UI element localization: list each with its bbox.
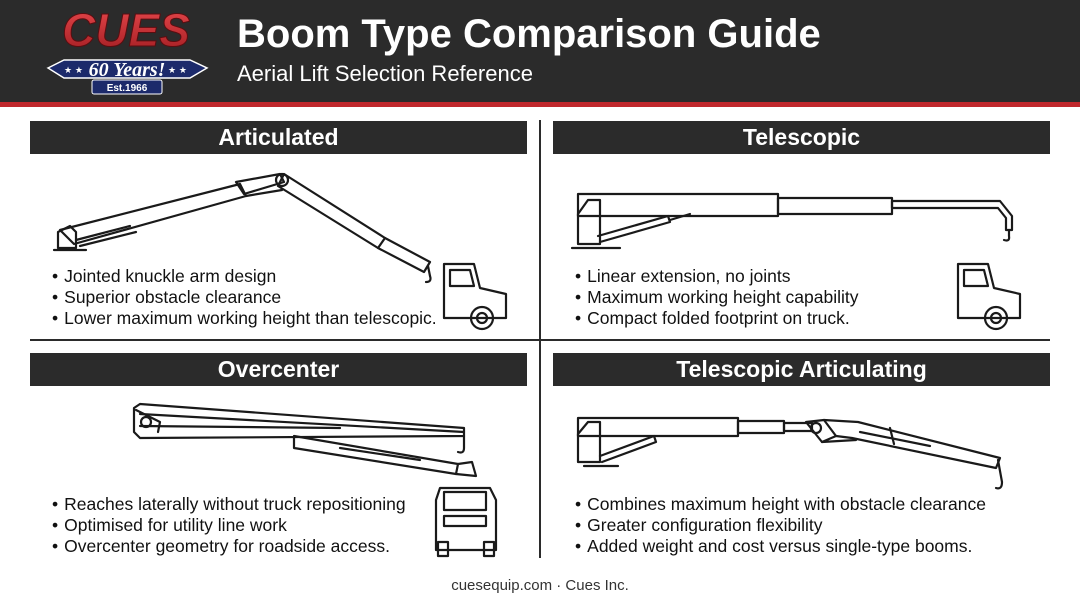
bullet-item: Superior obstacle clearance bbox=[52, 287, 437, 308]
boom-hook bbox=[994, 458, 1004, 490]
telescopic-boom-illustration bbox=[570, 192, 1022, 331]
svg-text:Est.1966: Est.1966 bbox=[107, 83, 148, 94]
lift-cylinder bbox=[598, 434, 658, 464]
bullet-item: Maximum working height capability bbox=[575, 287, 858, 308]
page-title: Boom Type Comparison Guide bbox=[237, 12, 821, 56]
panel-bullets-telescopic-articulating: Combines maximum height with obstacle cl… bbox=[575, 494, 986, 557]
bullet-item: Added weight and cost versus single-type… bbox=[575, 536, 986, 557]
footer-credit: cuesequip.com · Cues Inc. bbox=[451, 577, 629, 594]
telescopic-boom-section-2 bbox=[736, 419, 814, 435]
header-accent-stripe bbox=[0, 102, 1080, 107]
lower-boom-arm bbox=[58, 182, 248, 248]
cues-logo: CUES ★ ★ ★ ★ 60 Years! Est.1966 bbox=[46, 6, 209, 95]
lower-boom-arm bbox=[292, 434, 478, 478]
articulated-boom-illustration bbox=[52, 172, 508, 331]
bullet-item: Reaches laterally without truck repositi… bbox=[52, 494, 405, 515]
boom-base bbox=[576, 420, 620, 468]
boom-hook bbox=[456, 434, 466, 454]
header-bar bbox=[0, 0, 1080, 102]
boom-base bbox=[52, 224, 88, 252]
telescopic-articulating-boom-illustration bbox=[576, 416, 1004, 490]
bullet-item: Combines maximum height with obstacle cl… bbox=[575, 494, 986, 515]
bullet-item: Lower maximum working height than telesc… bbox=[52, 308, 437, 329]
knuckle-joint bbox=[234, 172, 290, 198]
upper-boom-arm bbox=[822, 418, 1002, 470]
page-subtitle: Aerial Lift Selection Reference bbox=[237, 61, 533, 86]
upper-boom-arm bbox=[276, 172, 432, 274]
panel-bullets-telescopic: Linear extension, no joints Maximum work… bbox=[575, 266, 859, 329]
svg-text:★ ★: ★ ★ bbox=[168, 66, 187, 76]
panel-bullets-overcenter: Reaches laterally without truck repositi… bbox=[52, 494, 406, 557]
truck-icon bbox=[956, 262, 1022, 331]
telescopic-boom-section-1 bbox=[576, 416, 740, 438]
boom-hook bbox=[1002, 228, 1011, 242]
boom-base bbox=[570, 198, 622, 250]
svg-text:★ ★: ★ ★ bbox=[64, 66, 83, 76]
bullet-item: Overcenter geometry for roadside access. bbox=[52, 536, 406, 557]
panel-title-telescopic: Telescopic bbox=[553, 121, 1050, 154]
overcenter-boom-illustration bbox=[132, 402, 498, 558]
bullet-item: Optimised for utility line work bbox=[52, 515, 406, 536]
panel-title-telescopic-articulating: Telescopic Articulating bbox=[553, 353, 1050, 386]
upper-boom-arm bbox=[132, 402, 466, 440]
telescopic-boom-section-1 bbox=[576, 192, 780, 218]
telescopic-boom-section-2 bbox=[776, 196, 894, 216]
truck-icon bbox=[442, 262, 508, 331]
horizontal-divider bbox=[30, 339, 1050, 341]
bullet-item: Compact folded footprint on truck. bbox=[575, 308, 859, 329]
panel-title-articulated: Articulated bbox=[30, 121, 527, 154]
svg-text:CUES: CUES bbox=[62, 6, 190, 56]
panel-bullets-articulated: Jointed knuckle arm design Superior obst… bbox=[52, 266, 437, 329]
knuckle-joint bbox=[804, 418, 858, 444]
truck-icon bbox=[434, 486, 498, 558]
panel-title-overcenter: Overcenter bbox=[30, 353, 527, 386]
svg-text:60 Years!: 60 Years! bbox=[89, 59, 166, 81]
lift-cylinder bbox=[596, 212, 692, 244]
bullet-item: Jointed knuckle arm design bbox=[52, 266, 437, 287]
bullet-item: Linear extension, no joints bbox=[575, 266, 859, 287]
telescopic-boom-section-3 bbox=[890, 199, 1014, 232]
overcenter-pivot bbox=[134, 408, 162, 434]
bullet-item: Greater configuration flexibility bbox=[575, 515, 986, 536]
